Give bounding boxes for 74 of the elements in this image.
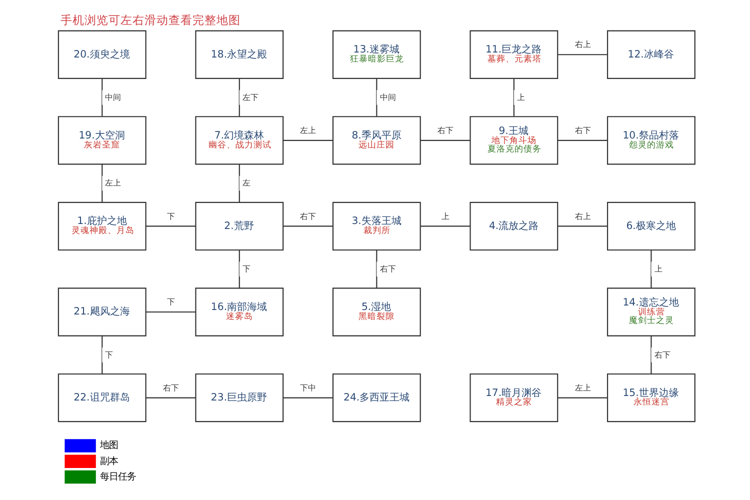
node-box: 12.冰峰谷 [606,30,695,79]
node-box: 5.湿地 黑暗裂隙 [332,288,420,336]
edge-label: 中间 [379,92,396,102]
node-box: 8.季风平原 远山庄园 [332,116,420,165]
node-box: 24.多西亚王城 [332,373,420,422]
edge-label: 左上 [574,383,590,392]
connector [557,397,607,398]
connector [101,164,102,202]
connector [101,336,102,374]
connector [282,397,332,398]
node-box: 21.飓风之海 [57,288,146,336]
edge-label: 下 [166,212,174,221]
edge-label: 上 [516,92,525,102]
legend-label: 地图 [99,440,118,452]
edge-label: 右下 [162,383,178,392]
edge-label: 右下 [437,126,454,136]
edge-label: 上 [440,212,449,221]
node-box: 3.失落王城 裁判所 [332,202,420,251]
legend-label: 副本 [99,456,118,467]
connector [376,78,377,116]
connector [376,250,377,288]
connector [238,250,240,288]
node-box: 23.巨虫原野 [194,373,284,422]
node-box: 13.迷雾城 狂暴暗影巨龙 [332,30,420,79]
edge-label: 上 [654,264,662,274]
node-box: 22.诅咒群岛 [57,373,146,422]
edge-label: 下 [166,298,174,307]
edge-label: 右下 [379,264,396,274]
edge-label: 左 [242,178,250,188]
connector [420,226,470,227]
connector [420,140,470,141]
node-box: 4.流放之路 [469,202,558,251]
diagram-title: 手机浏览可左右滑动查看完整地图 [60,12,240,27]
connector [650,336,652,374]
node-box: 1.庇护之地 灵魂神殿、月岛 [57,202,146,251]
edge-label: 下中 [300,383,316,392]
node-box: 18.永望之殿 [194,30,284,79]
connector [145,226,196,227]
connector [238,78,240,116]
node-box: 15.世界边缘 永恒迷宫 [606,373,695,422]
legend-label: 每日任务 [99,471,136,482]
connector [557,140,607,141]
connector [238,164,240,202]
connector [145,397,196,398]
connector [650,250,652,288]
edge-label: 右下 [300,212,316,221]
connector [557,226,607,227]
connector [512,78,514,116]
edge-label: 右上 [574,212,590,221]
edge-label: 下 [104,350,113,360]
edge-label: 右下 [574,126,590,136]
node-box: 6.极寒之地 [606,202,695,251]
node-box: 14.遗忘之地 训练营 魔剑士之灵 [606,288,695,336]
connector [101,78,102,116]
edge-label: 左上 [300,126,316,136]
edge-label: 下 [242,264,250,274]
node-box: 9.王城 地下角斗场 夏洛克的债务 [469,116,558,165]
edge-label: 中间 [104,92,121,102]
connector [145,311,196,313]
connector [557,54,607,56]
edge-label: 左上 [104,178,121,188]
node-box: 19.大空洞 灰岩圣窟 [57,116,146,165]
node-box: 16.南部海域 迷雾岛 [194,288,284,336]
node-box: 20.须臾之境 [57,30,146,79]
node-box: 17.暗月渊谷 精灵之家 [469,373,558,422]
node-box: 7.幻境森林 幽谷、战力测试 [194,116,284,165]
edge-label: 左下 [242,92,258,102]
node-box: 10.祭品村落 怨灵的游戏 [606,116,695,165]
node-box: 2.荒野 [194,202,284,251]
connector [282,140,332,141]
edge-label: 右上 [574,40,590,50]
node-box: 11.巨龙之路 墓葬、元素塔 [469,30,558,79]
connector [282,226,332,227]
edge-label: 右下 [654,350,670,360]
